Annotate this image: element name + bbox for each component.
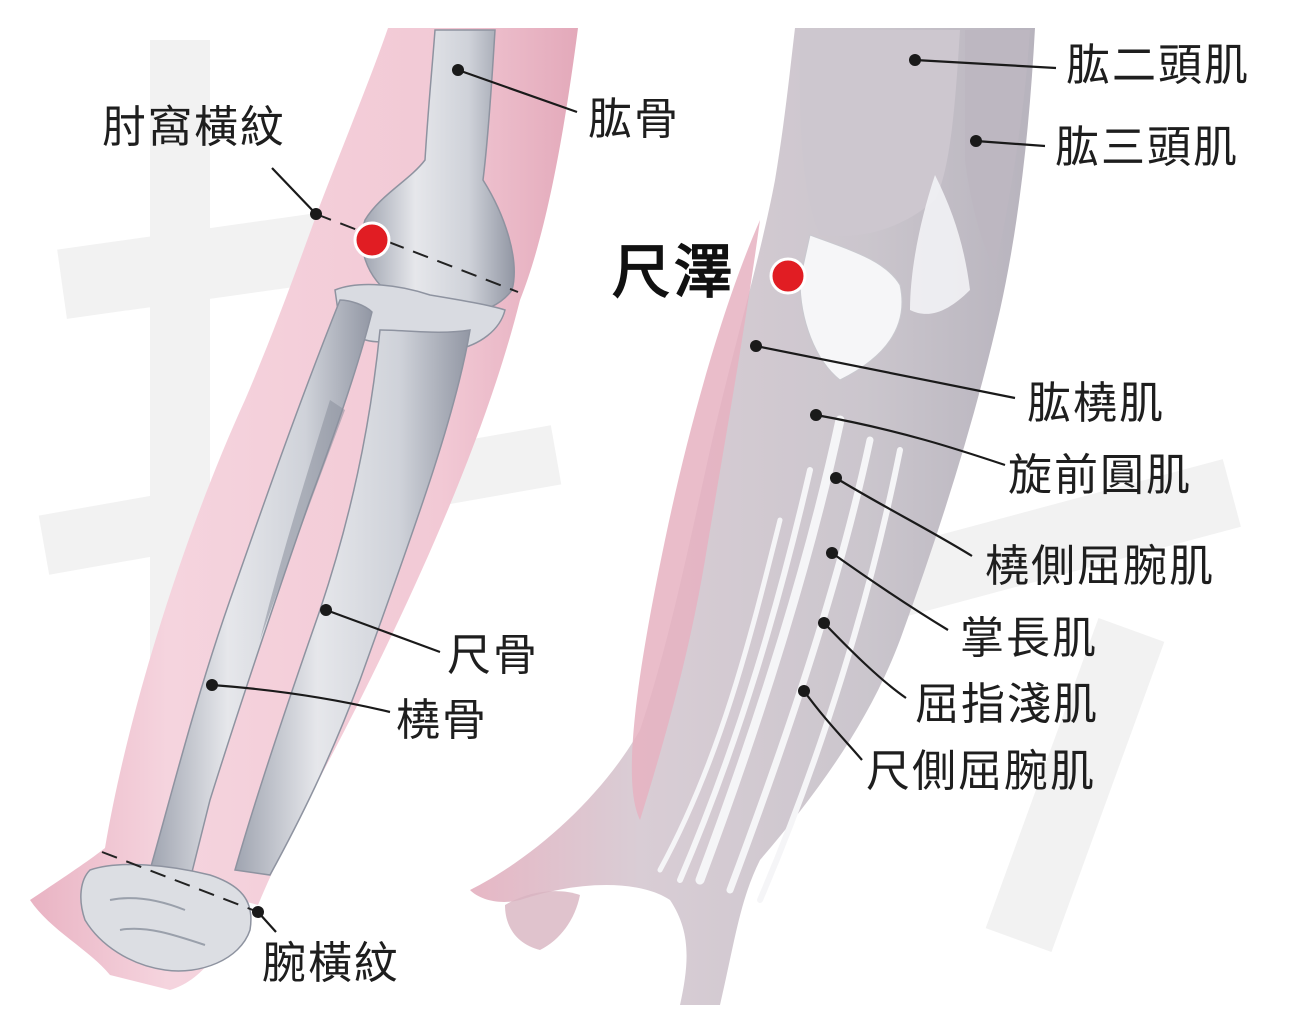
- dot-brachioradialis: [750, 340, 762, 352]
- label-elbow-crease: 肘窩橫紋: [102, 102, 286, 153]
- elbow-crease-line: [315, 213, 519, 293]
- label-pronator-teres: 旋前圓肌: [1008, 450, 1192, 501]
- leader-fcu: [803, 690, 863, 761]
- wrist-tendon-pad: [505, 891, 580, 950]
- interosseous-gap: [260, 400, 345, 640]
- dot-wrist-crease: [252, 906, 264, 918]
- aponeurosis: [910, 175, 970, 314]
- label-brachioradialis: 肱橈肌: [1027, 378, 1165, 429]
- leader-dots: [206, 54, 982, 918]
- label-acupoint: 尺澤: [612, 238, 737, 306]
- leader-fds: [823, 622, 907, 699]
- leader-elbow-crease: [271, 167, 317, 215]
- leader-humerus: [457, 68, 578, 114]
- label-fcu: 尺側屈腕肌: [866, 746, 1096, 797]
- wrist-crease-line: [101, 851, 259, 913]
- right-arm-figure: [470, 28, 1035, 1005]
- leader-ulna: [325, 608, 441, 654]
- leader-triceps: [975, 139, 1046, 148]
- label-humerus: 肱骨: [588, 94, 680, 145]
- leader-brachioradialis: [755, 344, 1016, 400]
- dot-biceps: [909, 54, 921, 66]
- acupoint-marker-right: [769, 257, 807, 295]
- label-wrist-crease: 腕橫紋: [262, 938, 400, 989]
- brachioradialis-edge: [631, 220, 760, 820]
- dot-radius: [206, 679, 218, 691]
- flexor-tendons: [657, 415, 903, 903]
- dot-pronator-teres: [810, 409, 822, 421]
- dot-elbow-crease: [310, 208, 322, 220]
- left-arm-figure: [30, 28, 578, 990]
- triceps-muscle: [965, 30, 1030, 270]
- leader-pronator-teres: [815, 413, 1006, 467]
- dot-fcr: [830, 472, 842, 484]
- label-biceps: 肱二頭肌: [1066, 40, 1250, 91]
- label-ulna: 尺骨: [447, 630, 539, 681]
- carpal-bones: [80, 863, 252, 972]
- leader-palmaris-longus: [831, 552, 949, 631]
- right-arm-skin: [470, 28, 1035, 1005]
- label-fcr: 橈側屈腕肌: [985, 541, 1215, 592]
- dot-ulna: [320, 604, 332, 616]
- dot-fcu: [798, 685, 810, 697]
- dot-triceps: [970, 135, 982, 147]
- label-palmaris-longus: 掌長肌: [960, 613, 1098, 664]
- leader-fcr: [835, 477, 973, 557]
- label-radius: 橈骨: [396, 695, 488, 746]
- acupoint-marker-left: [353, 221, 391, 259]
- leader-biceps: [914, 58, 1057, 70]
- label-fds: 屈指淺肌: [915, 679, 1099, 730]
- dot-fds: [818, 617, 830, 629]
- dot-humerus: [452, 64, 464, 76]
- biceps-muscle: [799, 30, 960, 237]
- label-triceps: 肱三頭肌: [1055, 122, 1239, 173]
- leader-lines: [211, 58, 1057, 933]
- ulna-bone: [234, 329, 471, 876]
- dot-palmaris-longus: [826, 547, 838, 559]
- leader-radius: [211, 683, 391, 714]
- biceps-tendon: [799, 234, 903, 381]
